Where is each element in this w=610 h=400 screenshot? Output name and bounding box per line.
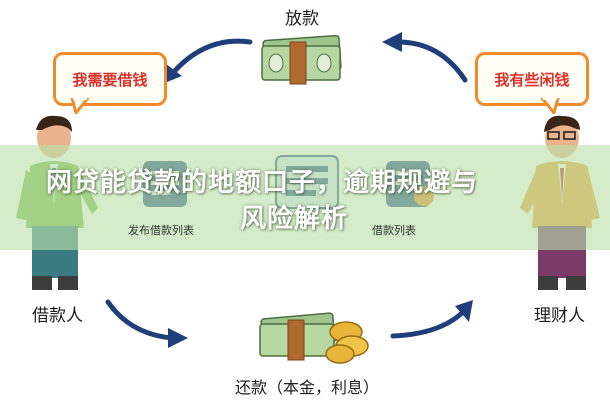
- lend-label: 放款: [285, 9, 319, 29]
- title-overlay-band: [0, 145, 610, 250]
- lender-speech-bubble: 我有些闲钱: [475, 52, 589, 106]
- repayment-label: 还款（本金，利息）: [235, 378, 380, 397]
- borrower-speech-bubble: 我需要借钱: [53, 52, 167, 106]
- arrow-top-left: [162, 38, 253, 84]
- bubble-tail-right: [540, 98, 560, 114]
- lender-label: 理财人: [534, 306, 585, 326]
- money-stack-icon: [261, 34, 342, 85]
- loan-list-caption: 借款列表: [372, 224, 416, 237]
- post-loan-list-caption: 发布借款列表: [128, 224, 194, 237]
- arrow-bottom-right: [390, 300, 473, 339]
- overlay-title-line1: 网贷能贷款的地额口子，逾期规避与: [46, 168, 479, 198]
- overlay-title-line2: 风险解析: [240, 204, 349, 234]
- money-coins-icon: [259, 312, 369, 364]
- borrower-bubble-text: 我需要借钱: [72, 70, 148, 89]
- borrower-label: 借款人: [32, 306, 83, 326]
- arrow-bottom-left: [105, 299, 188, 348]
- lender-bubble-text: 我有些闲钱: [494, 70, 570, 89]
- bubble-tail-left: [70, 98, 90, 114]
- arrow-top-right: [382, 32, 468, 83]
